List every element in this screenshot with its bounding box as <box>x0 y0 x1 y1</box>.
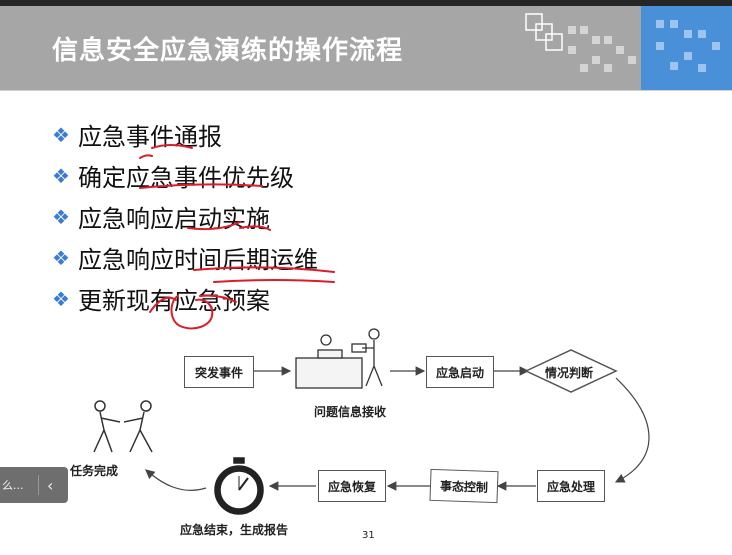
flow-step-handle: 应急处理 <box>537 470 605 502</box>
header-grid-decoration <box>525 13 720 72</box>
slide-header <box>0 6 732 90</box>
bullet-text: 应急事件通报 <box>78 123 222 151</box>
bullet-list: ❖应急事件通报 ❖确定应急事件优先级 ❖应急响应启动实施 ❖应急响应时间后期运维… <box>52 114 318 319</box>
flow-caption-done: 任务完成 <box>70 464 119 478</box>
window-top-bar <box>0 0 732 6</box>
decision-diamond <box>524 349 618 393</box>
flow-step-recover: 应急恢复 <box>318 470 386 502</box>
diamond-bullet-icon: ❖ <box>52 163 70 188</box>
overlay-text: 么... <box>2 479 24 492</box>
bullet-item: ❖ 应急事件通报 <box>52 114 318 155</box>
flow-caption-end: 应急结束，生成报告 <box>180 523 289 537</box>
slide-title: 信息安全应急演练的操作流程 <box>52 36 404 66</box>
diamond-bullet-icon: ❖ <box>52 245 70 270</box>
reception-desk-illustration <box>295 328 383 389</box>
flow-step-burst: 突发事件 <box>184 356 254 388</box>
flow-step-start: 应急启动 <box>426 356 494 388</box>
flow-step-control: 事态控制 <box>429 468 499 504</box>
handshake-people-illustration <box>93 400 153 453</box>
page-number: 31 <box>362 530 375 541</box>
side-overlay-panel[interactable]: 么... ‹ <box>0 467 68 503</box>
flow-caption-receive: 问题信息接收 <box>314 405 387 419</box>
diamond-bullet-icon: ❖ <box>52 204 70 229</box>
bullet-item: ❖应急响应启动实施 <box>52 196 318 237</box>
overlay-divider <box>38 475 39 495</box>
diamond-bullet-icon: ❖ <box>52 286 70 311</box>
diamond-bullet-icon: ❖ <box>52 122 70 147</box>
chevron-left-icon[interactable]: ‹ <box>47 475 54 495</box>
flow-step-judge: 情况判断 <box>545 366 594 380</box>
stopwatch-icon <box>214 457 264 515</box>
header-divider <box>0 90 732 91</box>
